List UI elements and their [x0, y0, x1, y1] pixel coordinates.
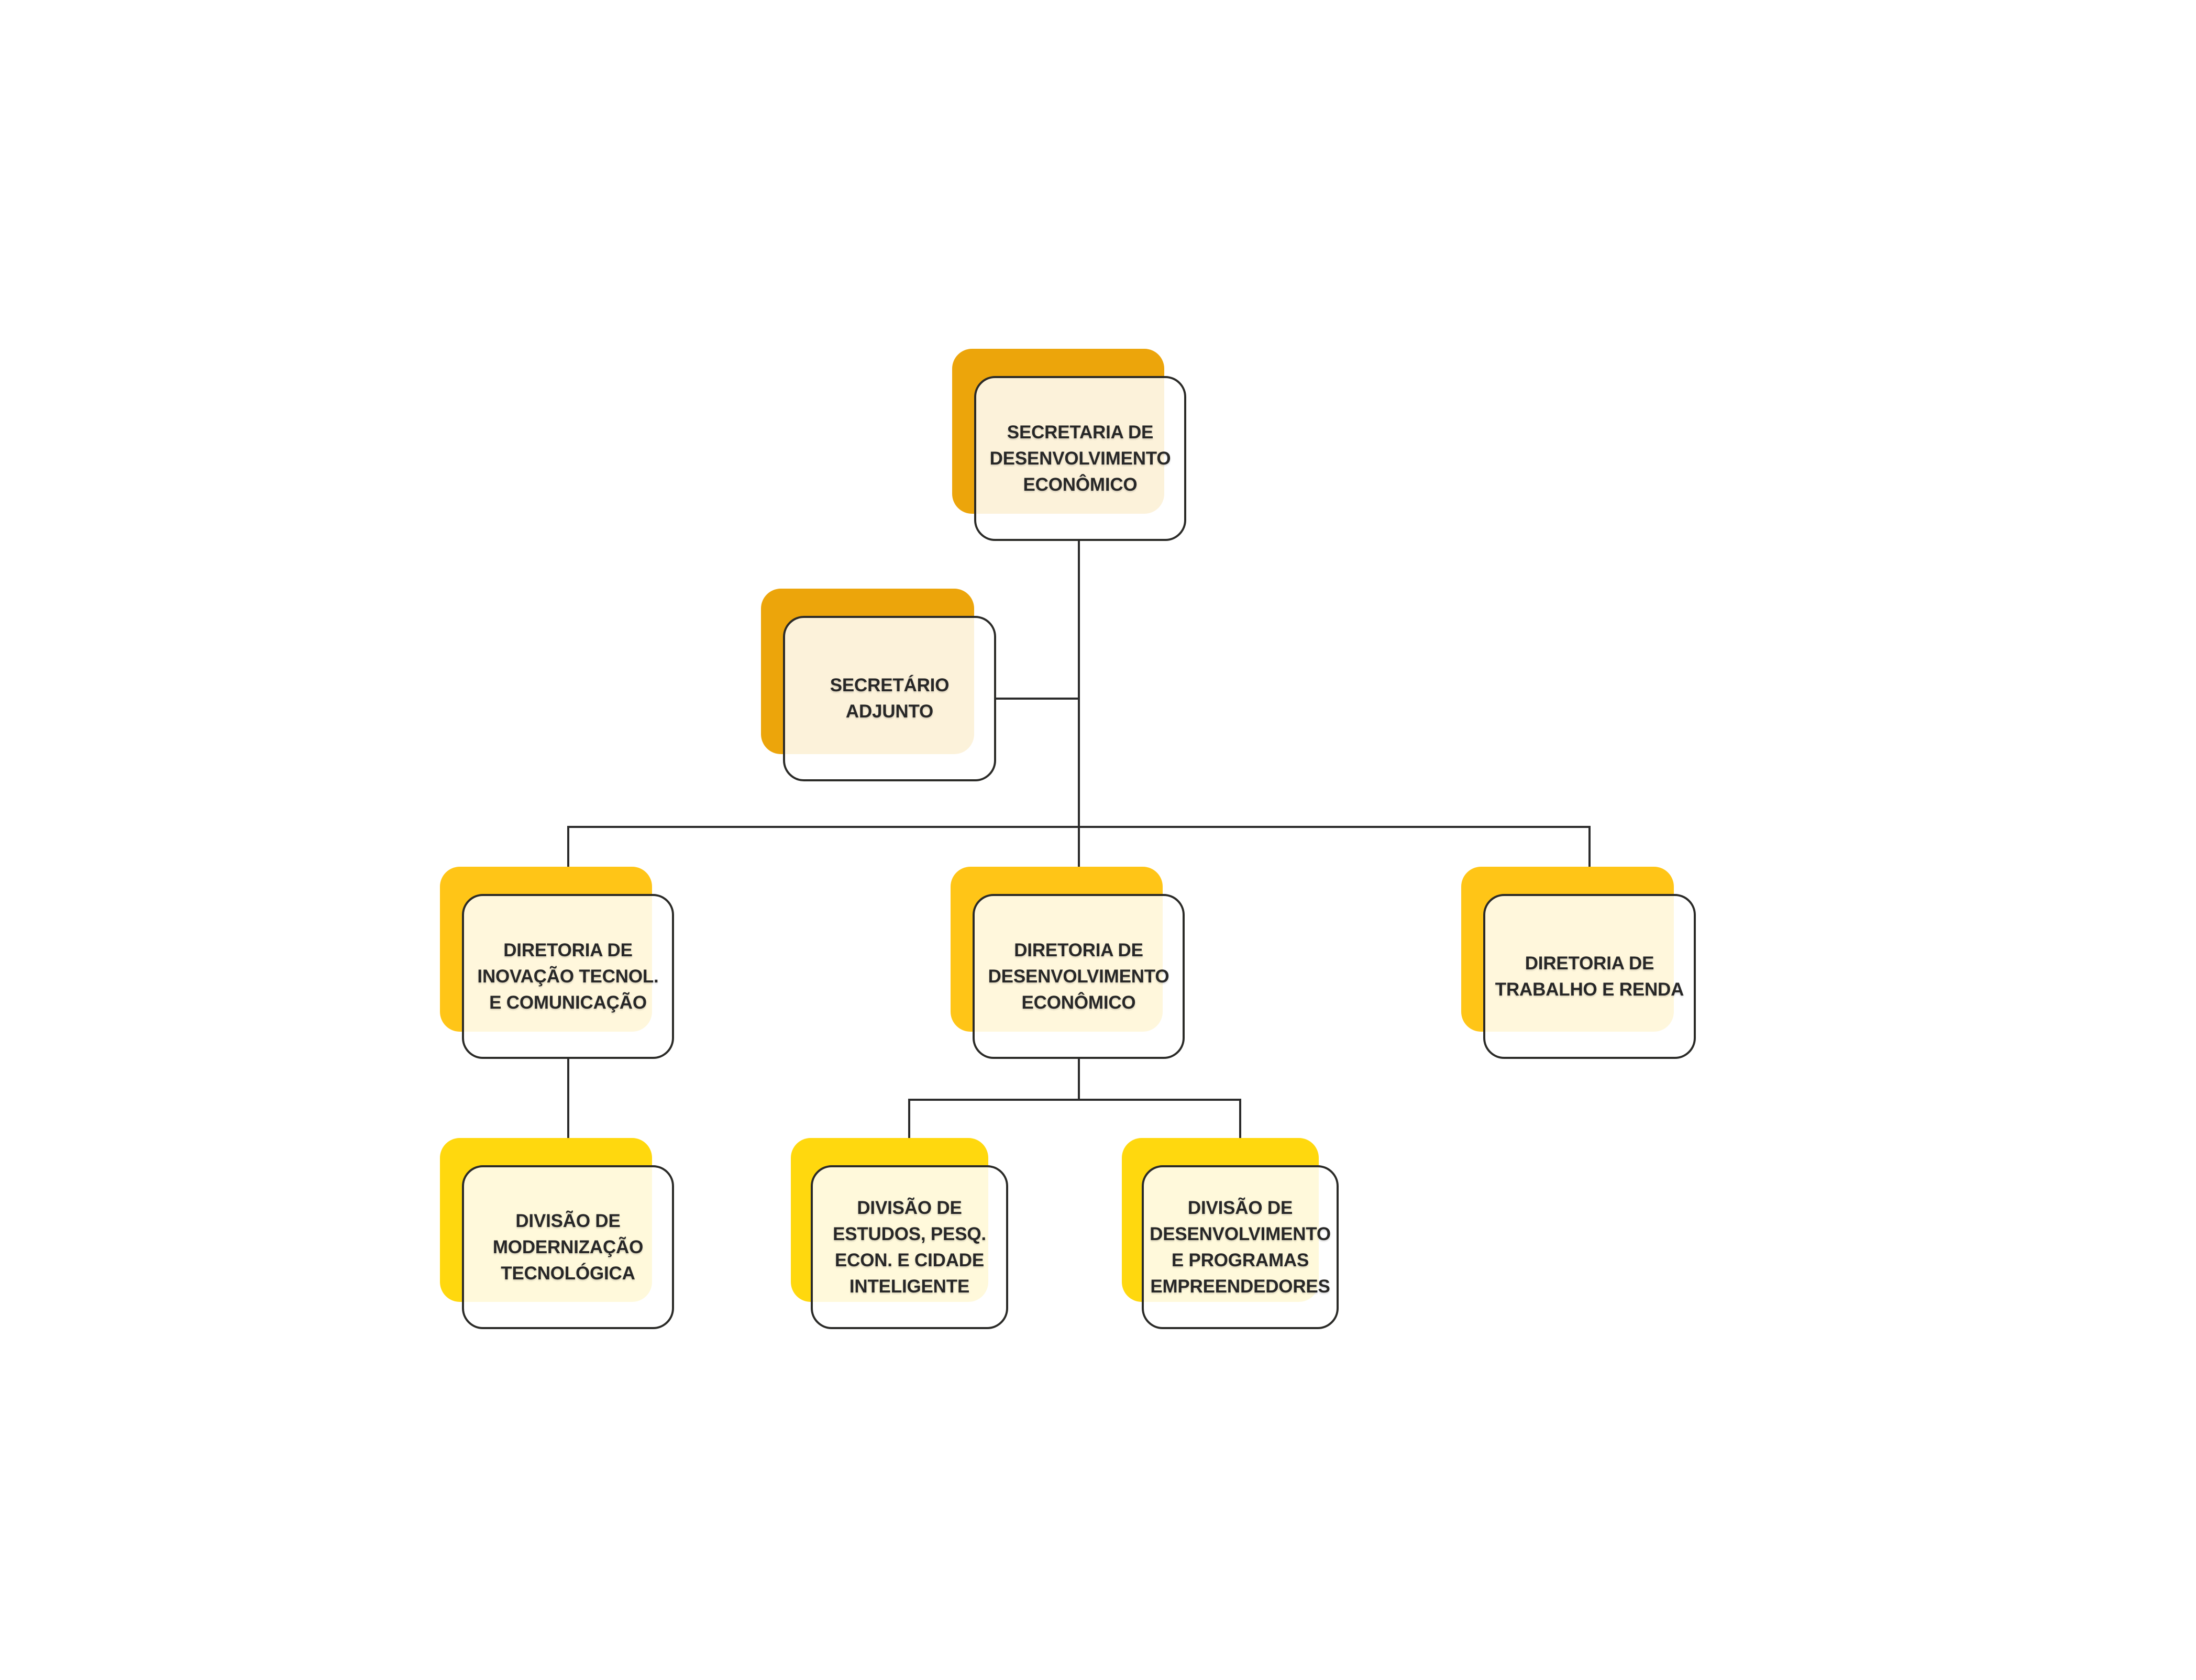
connector-desenvolvimento-vertical	[1078, 1059, 1080, 1101]
node-label: SECRETARIA DE DESENVOLVIMENTO ECONÔMICO	[989, 422, 1171, 495]
node-box: DIRETORIA DE DESENVOLVIMENTO ECONÔMICO	[973, 894, 1185, 1059]
connector-diretorias-branch	[567, 826, 1591, 828]
node-label: DIRETORIA DE DESENVOLVIMENTO ECONÔMICO	[988, 940, 1169, 1013]
org-node-diretoria-inovacao-tecnol-comunicacao: DIRETORIA DE INOVAÇÃO TECNOL. E COMUNICA…	[440, 867, 674, 1059]
connector-divisoes-branch	[908, 1099, 1241, 1101]
node-label: DIRETORIA DE TRABALHO E RENDA	[1495, 953, 1684, 1000]
connector-drop-inovacao	[567, 826, 569, 868]
org-node-divisao-modernizacao-tecnologica: DIVISÃO DE MODERNIZAÇÃO TECNOLÓGICA	[440, 1138, 674, 1329]
connector-drop-estudos	[908, 1099, 910, 1140]
node-box: SECRETÁRIO ADJUNTO	[783, 616, 996, 781]
node-label: DIVISÃO DE DESENVOLVIMENTO E PROGRAMAS E…	[1150, 1197, 1331, 1297]
node-label: SECRETÁRIO ADJUNTO	[830, 675, 950, 722]
org-node-diretoria-trabalho-renda: DIRETORIA DE TRABALHO E RENDA	[1461, 867, 1696, 1059]
connector-secretaria-vertical	[1078, 541, 1080, 869]
org-node-diretoria-desenvolvimento-economico: DIRETORIA DE DESENVOLVIMENTO ECONÔMICO	[951, 867, 1185, 1059]
connector-drop-modernizacao	[567, 1059, 569, 1140]
org-node-secretaria-desenvolvimento-economico: SECRETARIA DE DESENVOLVIMENTO ECONÔMICO	[952, 349, 1186, 541]
org-node-divisao-estudos-pesq-econ-cidade-inteligente: DIVISÃO DE ESTUDOS, PESQ. ECON. E CIDADE…	[791, 1138, 1008, 1329]
node-label: DIVISÃO DE MODERNIZAÇÃO TECNOLÓGICA	[492, 1210, 644, 1284]
org-node-secretario-adjunto: SECRETÁRIO ADJUNTO	[761, 589, 996, 781]
node-label: DIRETORIA DE INOVAÇÃO TECNOL. E COMUNICA…	[477, 940, 659, 1013]
node-box: DIRETORIA DE TRABALHO E RENDA	[1483, 894, 1696, 1059]
node-label: DIVISÃO DE ESTUDOS, PESQ. ECON. E CIDADE…	[833, 1197, 986, 1297]
connector-drop-programas	[1239, 1099, 1241, 1140]
org-node-divisao-desenvolvimento-programas-empreendedores: DIVISÃO DE DESENVOLVIMENTO E PROGRAMAS E…	[1122, 1138, 1339, 1329]
node-box: DIVISÃO DE ESTUDOS, PESQ. ECON. E CIDADE…	[811, 1165, 1008, 1329]
node-box: DIVISÃO DE MODERNIZAÇÃO TECNOLÓGICA	[462, 1165, 674, 1329]
node-box: DIRETORIA DE INOVAÇÃO TECNOL. E COMUNICA…	[462, 894, 674, 1059]
connector-drop-trabalho	[1588, 826, 1591, 868]
node-box: SECRETARIA DE DESENVOLVIMENTO ECONÔMICO	[974, 376, 1186, 541]
node-box: DIVISÃO DE DESENVOLVIMENTO E PROGRAMAS E…	[1142, 1165, 1339, 1329]
connector-adjunto-horizontal	[995, 698, 1080, 700]
